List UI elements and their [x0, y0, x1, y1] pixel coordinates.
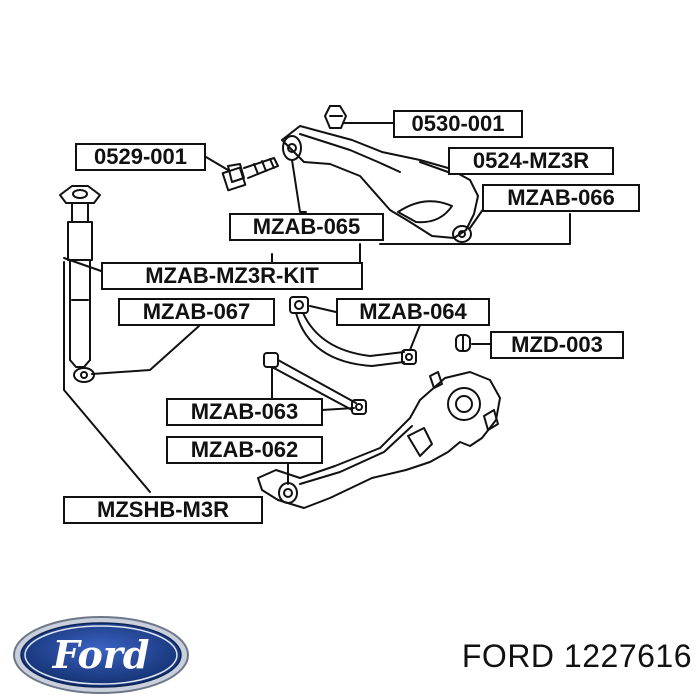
bump-stop [324, 105, 347, 129]
rubber-bushing [455, 334, 471, 352]
curved-link-arm [289, 296, 417, 367]
trailing-arm-knuckle [257, 371, 501, 509]
label-mzab-063: MZAB-063 [166, 398, 323, 426]
label-mzshb-m3r: MZSHB-M3R [63, 496, 263, 524]
ford-logo: Ford [13, 616, 189, 694]
label-mzd-003: MZD-003 [490, 331, 624, 359]
shock-absorber [59, 185, 101, 383]
label-0529-001: 0529-001 [75, 143, 206, 171]
bolt [221, 157, 279, 192]
ford-logo-text: Ford [52, 632, 150, 677]
straight-link-arm [263, 352, 367, 415]
leader-lines [63, 122, 571, 493]
label-mzab-065: MZAB-065 [229, 213, 384, 241]
label-mzab-062: MZAB-062 [166, 436, 323, 464]
label-mzab-067: MZAB-067 [118, 298, 275, 326]
label-mzab-mz3r-kit: MZAB-MZ3R-KIT [101, 262, 363, 290]
label-mzab-066: MZAB-066 [482, 184, 640, 212]
ford-part-number: FORD 1227616 [461, 638, 692, 674]
label-0524-mz3r: 0524-MZ3R [448, 147, 614, 175]
label-0530-001: 0530-001 [393, 110, 523, 138]
label-mzab-064: MZAB-064 [336, 298, 490, 326]
